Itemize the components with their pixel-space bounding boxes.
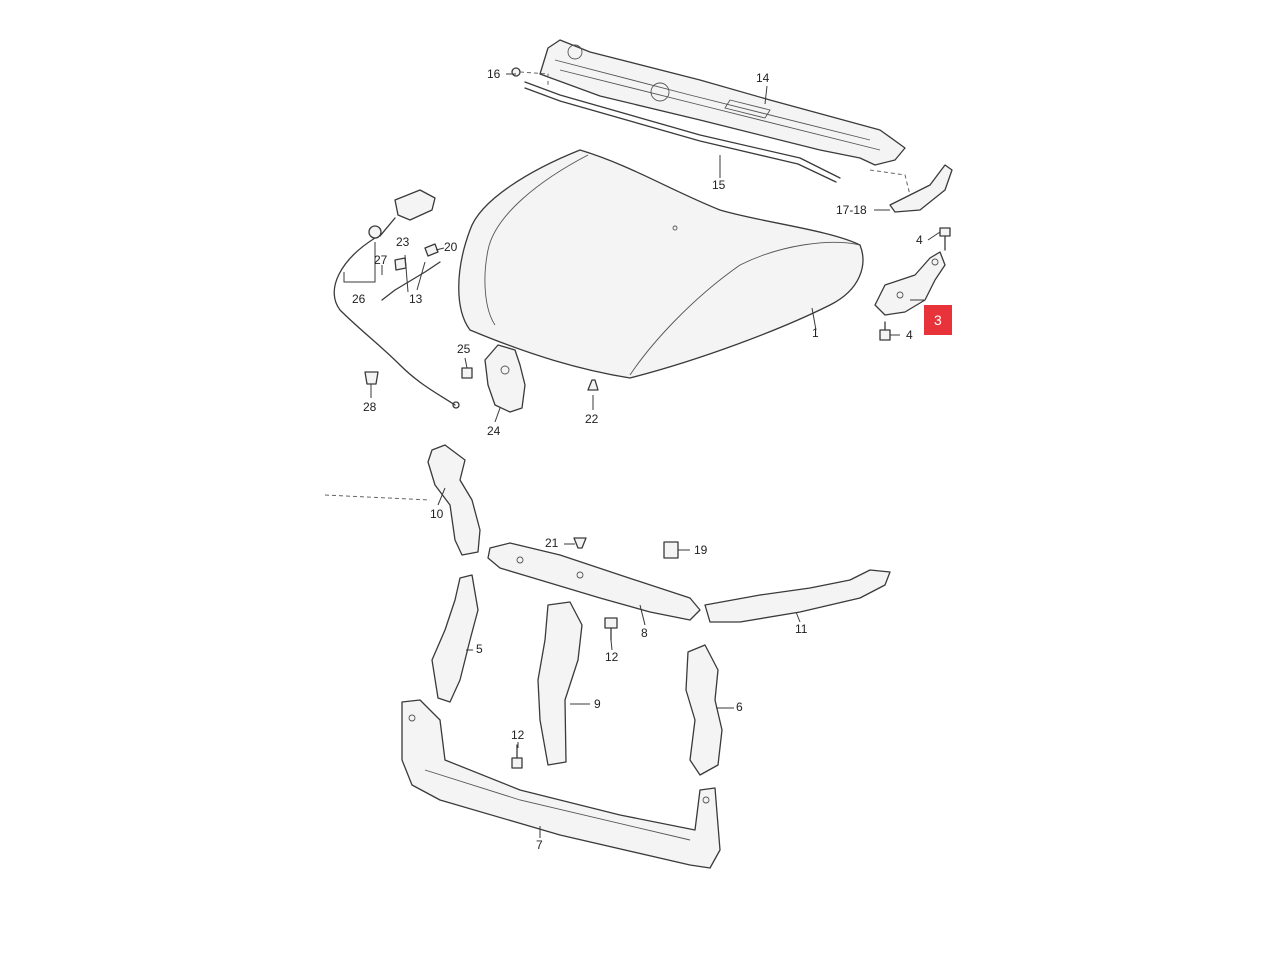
bumper-22: [587, 379, 599, 391]
callout-1: 1: [812, 326, 819, 340]
callout-12-lower: 12: [511, 728, 525, 742]
release-cable: [333, 189, 460, 409]
bolt-4-upper: [939, 227, 951, 251]
bolt-12-upper: [604, 617, 618, 641]
callout-26: 26: [352, 292, 366, 306]
hood-latch: [461, 344, 526, 413]
right-pillar: [685, 644, 723, 776]
callout-22: 22: [585, 412, 599, 426]
clip-28: [364, 371, 379, 385]
upper-crossmember: [487, 542, 701, 621]
leader-lines: [343, 73, 941, 838]
bumper-19: [663, 541, 679, 559]
bolt-12-lower: [511, 744, 523, 769]
side-rail-right: [704, 569, 891, 623]
bolt-4-lower: [879, 321, 891, 341]
bracket-17-18: [869, 164, 953, 213]
callout-6: 6: [736, 700, 743, 714]
callout-5: 5: [476, 642, 483, 656]
callout-21: 21: [545, 536, 559, 550]
callout-7: 7: [536, 838, 543, 852]
clip-21: [573, 537, 587, 549]
callout-20: 20: [444, 240, 458, 254]
upper-bracket-left: [427, 444, 481, 556]
callout-8: 8: [641, 626, 648, 640]
hood-hinge: [874, 251, 946, 316]
callout-17-18: 17-18: [836, 203, 867, 217]
cowl-panel: [539, 39, 906, 166]
callout-15: 15: [712, 178, 726, 192]
seal-strip: [524, 81, 841, 183]
callout-9: 9: [594, 697, 601, 711]
callout-11: 11: [795, 622, 808, 636]
callout-24: 24: [487, 424, 501, 438]
center-support: [537, 601, 583, 766]
callout-27: 27: [374, 253, 388, 267]
callout-13: 13: [409, 292, 423, 306]
hood: [458, 149, 864, 379]
support-rod: [381, 243, 441, 301]
callout-28: 28: [363, 400, 377, 414]
left-pillar: [431, 574, 479, 703]
lower-crossmember: [401, 699, 721, 869]
callout-12-upper: 12: [605, 650, 619, 664]
guide-line: [324, 494, 431, 501]
callout-23: 23: [396, 235, 410, 249]
callout-16: 16: [487, 67, 501, 81]
callout-4-upper: 4: [916, 233, 923, 247]
callout-3-highlighted[interactable]: 3: [924, 305, 952, 335]
callout-19: 19: [694, 543, 708, 557]
callout-4-lower: 4: [906, 328, 913, 342]
callout-10: 10: [430, 507, 444, 521]
callout-25: 25: [457, 342, 471, 356]
callout-14: 14: [756, 71, 770, 85]
